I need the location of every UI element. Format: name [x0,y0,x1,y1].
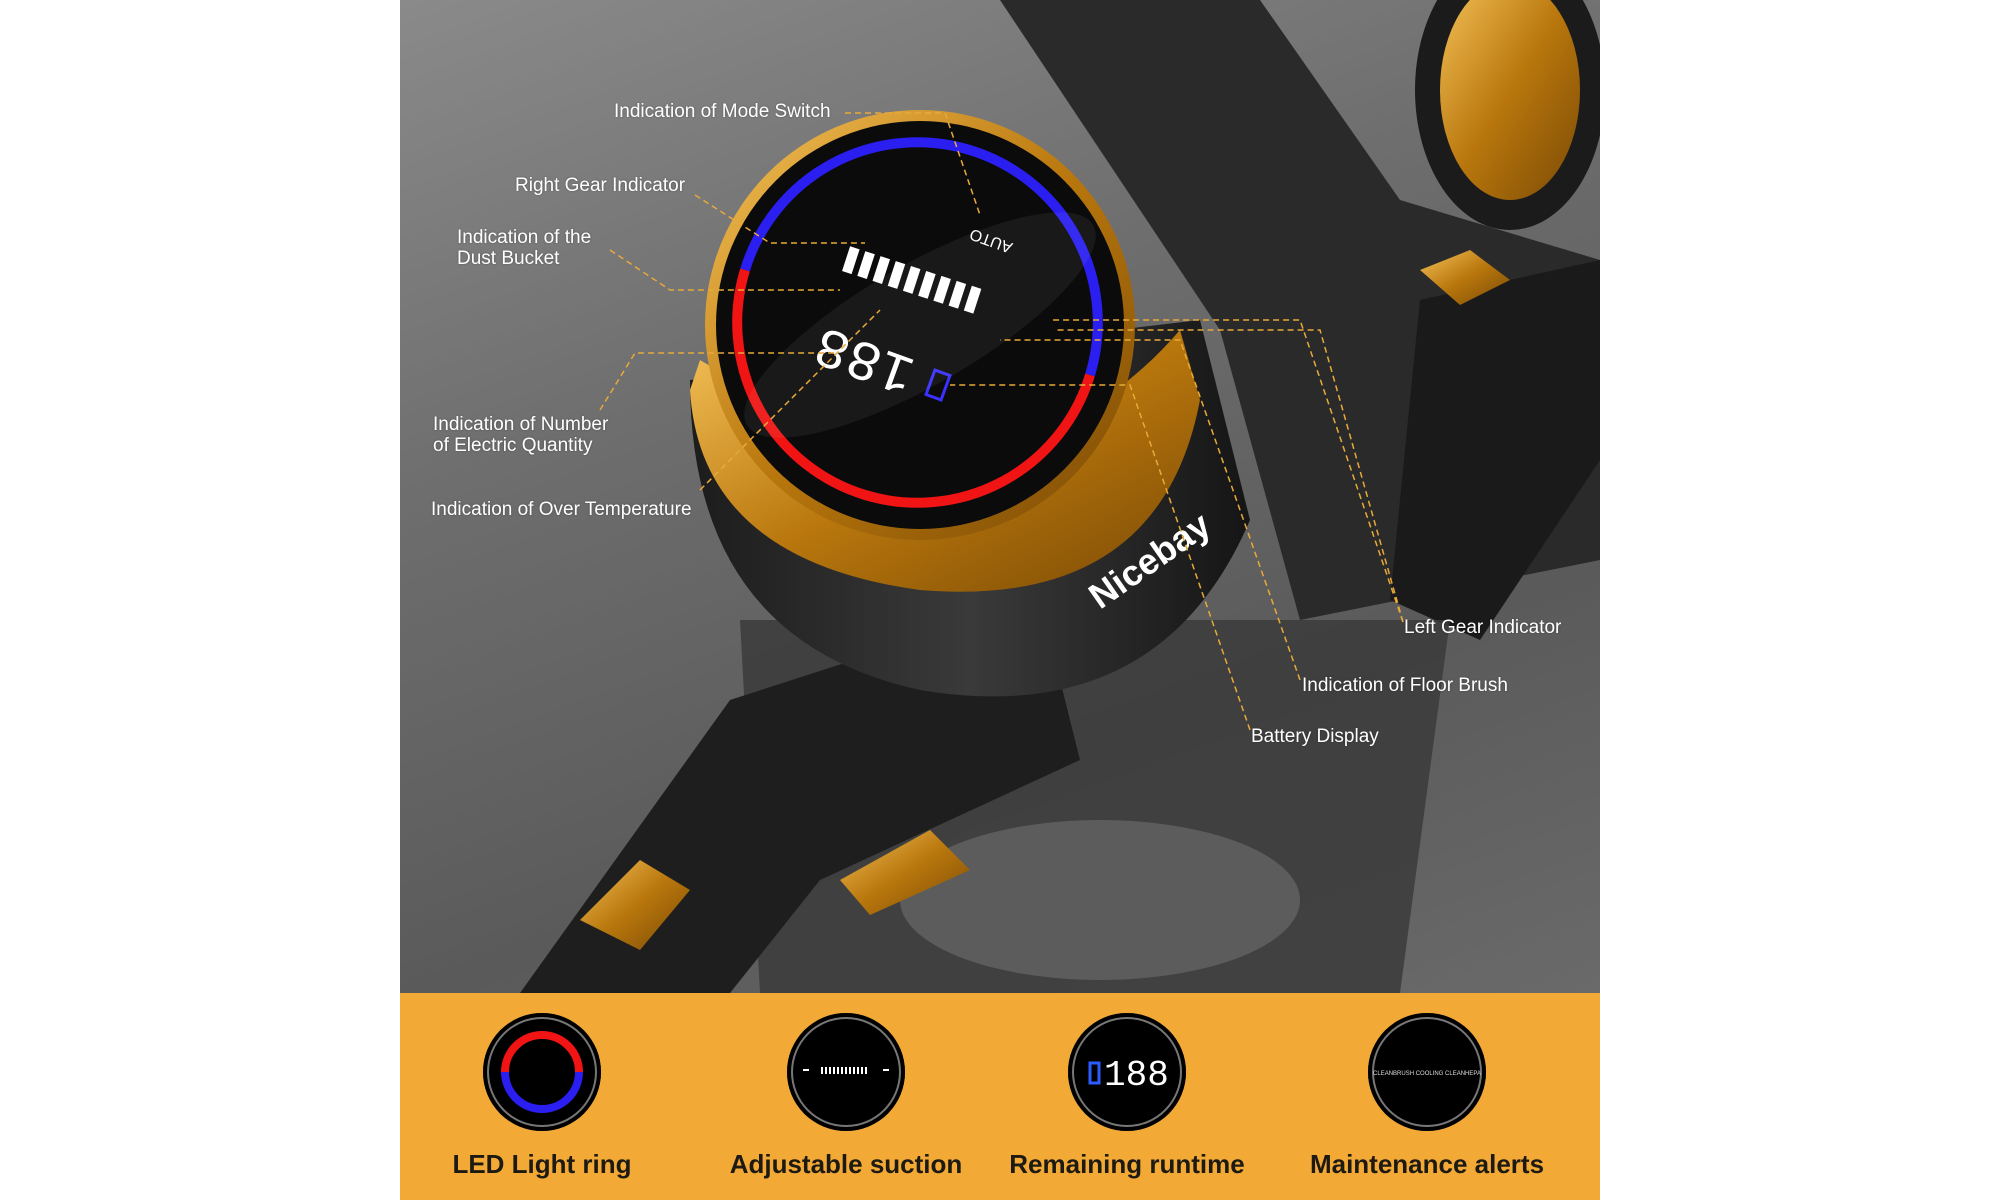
product-photo: AUTO 188 Nicebay Indication of Mode Swit… [400,0,1600,993]
vacuum-illustration: AUTO 188 Nicebay [520,0,1600,993]
runtime-display-icon: 188 [1068,1013,1186,1131]
maintenance-alert-icon: CLEANBRUSH COOLING CLEANHEPA [1368,1013,1486,1131]
feature-adjustable-suction: Adjustable suction [696,1013,996,1180]
runtime-value: 188 [1104,1055,1169,1096]
feature-label: Adjustable suction [729,1149,963,1179]
feature-maintenance-alerts: CLEANBRUSH COOLING CLEANHEPA Maintenance… [1277,1013,1577,1180]
callout-over-temperature: Indication of Over Temperature [431,499,692,520]
feature-label: LED Light ring [452,1149,632,1179]
callout-mode-switch: Indication of Mode Switch [614,101,831,122]
callout-battery: Battery Display [1251,726,1379,747]
feature-band: LED Light ring Adjustable suction 188 Re… [400,993,1600,1200]
callout-electric-quantity: Indication of Number of Electric Quantit… [433,414,609,456]
suction-bar-icon [787,1013,905,1131]
feature-label: Maintenance alerts [1309,1149,1545,1179]
battery-icon [924,368,952,402]
maintenance-text: CLEANBRUSH COOLING CLEANHEPA [1373,1071,1481,1077]
led-ring-icon [483,1013,601,1131]
feature-remaining-runtime: 188 Remaining runtime [977,1013,1277,1180]
product-infographic: AUTO 188 Nicebay Indication of Mode Swit… [400,0,1600,1200]
callout-floor-brush: Indication of Floor Brush [1302,675,1508,696]
callout-dust-bucket: Indication of the Dust Bucket [457,227,592,269]
callout-right-gear: Right Gear Indicator [515,175,686,196]
feature-label: Remaining runtime [1009,1149,1245,1179]
feature-led-light-ring: LED Light ring [392,1013,692,1180]
callout-left-gear: Left Gear Indicator [1404,617,1562,638]
